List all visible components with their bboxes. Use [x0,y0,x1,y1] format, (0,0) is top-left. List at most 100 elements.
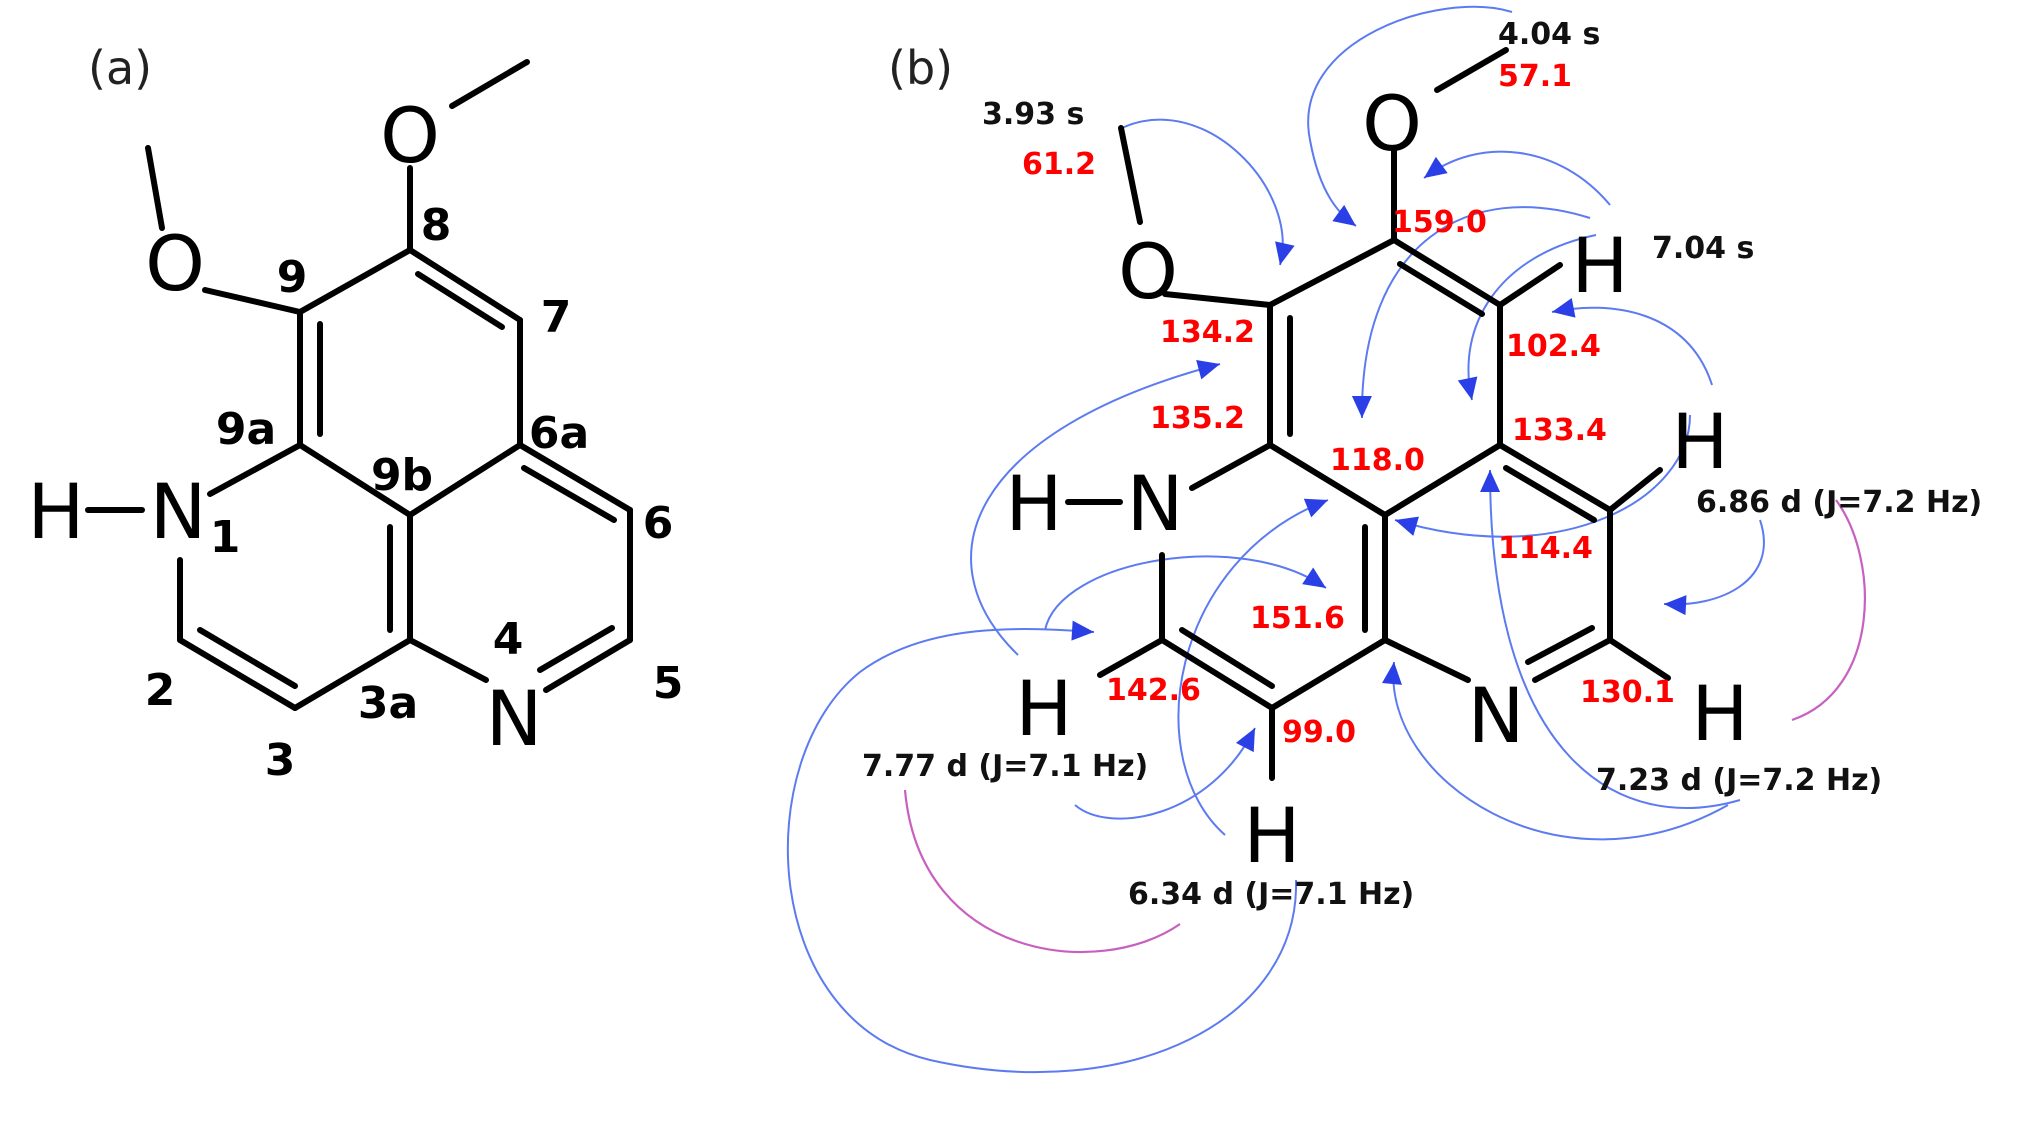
c-shift-c9b: 118.0 [1330,443,1425,478]
bondb-ome-top-methyl [1434,47,1509,93]
cosy-correlations [903,499,1866,954]
hmbc-arrow-h7-to-o8-head [1424,156,1448,178]
c-shift-c2: 142.6 [1106,673,1201,708]
locant-c9a: 9a [216,404,276,455]
bondb-n-c3a [1382,637,1471,683]
hmbc-arrow-h6-to-c5-head [1664,595,1687,616]
locant-c9: 9 [277,252,308,303]
h-shift-h5: 7.23 d (J=7.2 Hz) [1596,763,1882,798]
atomb-o-left: O [1118,227,1178,316]
atomb-h3: H [1243,791,1300,880]
locant-c9b: 9b [371,450,433,501]
bond-o9-c9 [202,287,303,315]
bond-n4-c3a [407,637,489,683]
bondb-c5-n [1532,637,1613,683]
hmbc-arrow-h5-to-c3a-head [1382,662,1402,685]
bondb-c2-c3 [1159,637,1275,711]
cosy-h2-h3 [903,789,1181,954]
h-shift-h7: 7.04 s [1652,231,1754,266]
bond-c2-c3 [177,637,298,711]
h-shift-ome-top: 4.04 s [1498,17,1600,52]
atom-o-c9: O [145,219,205,308]
bondb-c6a-c6 [1497,442,1613,513]
bondb-c8-c7 [1391,237,1503,308]
hmbc-arrow-h6-to-c9b-mid-head [1395,516,1419,536]
c-shift-c9a: 135.2 [1150,401,1245,436]
c-shift-ome-left: 61.2 [1022,147,1096,182]
locant-c8: 8 [421,200,452,251]
atomb-h7: H [1571,221,1628,310]
atom-h-n1: H [27,467,84,556]
atom-o-c8: O [380,91,440,180]
hmbc-arrow-h3-to-c2 [786,628,1298,1074]
bond-c8-c7 [407,247,523,323]
atomb-h6: H [1671,397,1728,486]
locant-c5: 5 [653,658,684,709]
c-shift-c7: 102.4 [1506,329,1601,364]
atomb-h-n: H [1005,459,1062,548]
hmbc-arrow-h7-to-c9b-head [1351,395,1372,418]
panel-a-numbering: 9 8 7 9a 6a 9b 1 6 4 5 2 3a 3 [145,200,684,786]
hmbc-arrow-ome-left-to-c9-head [1275,241,1295,265]
bondb-c9a-c9b [1267,442,1388,518]
locant-n4: 4 [493,614,524,665]
bondb-c2-c3-double [1179,627,1275,689]
hmbc-arrow-h2-to-c9a [970,363,1221,656]
hmbc-arrow-h2-to-c9a-head [1196,360,1220,380]
c-shift-c6a: 133.4 [1512,413,1607,448]
hmbc-arrow-ome-top-to-c8 [1307,5,1513,227]
panel-b-label: (b) [888,41,953,95]
atom-n1: N [150,467,207,556]
locant-c2: 2 [145,665,176,716]
carbon-shift-labels: 57.1 61.2 159.0 134.2 102.4 135.2 118.0 … [1022,59,1675,750]
atomb-o-top: O [1362,79,1422,168]
c-shift-ome-top: 57.1 [1498,59,1572,94]
hmbc-arrow-h6-to-c7-head [1552,298,1576,318]
c-shift-c3a: 151.6 [1250,601,1345,636]
atomb-n-h: N [1127,459,1184,548]
panel-a-bonds [85,59,633,711]
c-shift-c3: 99.0 [1282,715,1356,750]
bond-c3-c3a [292,637,413,711]
hmbc-arrow-ome-left-to-c9 [1121,118,1284,266]
c-shift-c6: 114.4 [1498,531,1593,566]
hmbc-arrow-h6-to-c9b-mid [1394,414,1691,538]
bond-c5-n4-double [537,625,615,673]
hmbc-arrow-h5-to-c6a-head [1480,470,1501,493]
hmbc-arrow-h6-to-c7 [1551,306,1713,386]
hmbc-arrow-h5-to-c3a [1392,661,1729,841]
hmbc-arrow-h2-to-c3a [1044,555,1327,631]
locant-c6: 6 [643,498,674,549]
atomb-n-ring: N [1468,671,1525,760]
panel-a-label: (a) [88,41,152,95]
locant-c3a: 3a [358,678,418,729]
bond-c9-c8 [297,247,413,315]
bondb-o-c9 [1162,291,1273,308]
bondb-c9a-n [1189,442,1273,491]
atom-n4: N [486,674,543,763]
atomb-h2: H [1015,664,1072,753]
hmbc-arrow-h6-to-c5 [1663,519,1765,606]
bond-c9a-c9b [297,442,413,518]
locant-c6a: 6a [529,408,589,459]
locant-c7: 7 [541,292,572,343]
hmbc-arrow-h3-to-c2-head [1071,620,1094,641]
hmbc-arrow-h3-to-c3 [1074,727,1256,820]
hmbc-arrow-h7-to-o8 [1423,150,1611,206]
bondb-c3-c3a [1269,637,1388,711]
bondb-c9-c8 [1267,237,1397,308]
panel-b-atoms: O O N H N H H H H H [1005,79,1748,880]
bondb-c8-c7-double [1397,261,1485,317]
bond-c6a-c6 [517,442,633,513]
bond-c5-n4 [543,637,633,693]
bondb-c5-n-double [1525,625,1595,665]
h-shift-h2: 7.77 d (J=7.1 Hz) [862,749,1148,784]
hmbc-arrow-h7-to-c6a-head [1457,376,1478,400]
hmbc-arrow-ome-top-to-c8-head [1332,204,1356,226]
bond-c2-c3-double [197,627,298,689]
bondb-ome-left-methyl [1118,125,1143,225]
locant-c3: 3 [265,735,296,786]
h-shift-h6: 6.86 d (J=7.2 Hz) [1696,485,1982,520]
